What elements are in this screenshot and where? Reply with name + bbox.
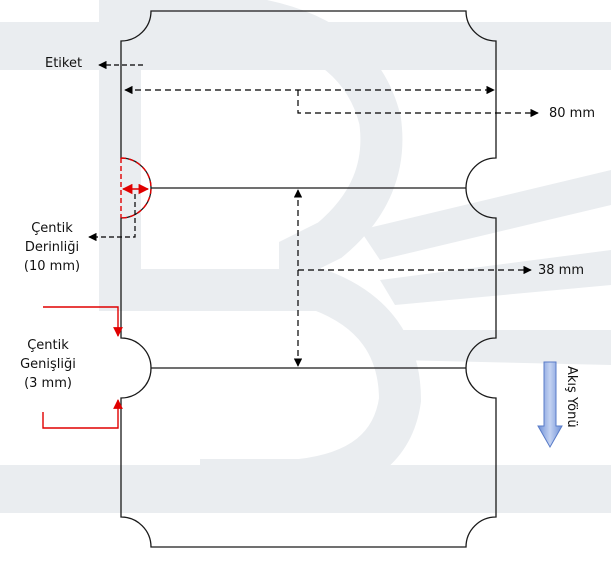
notch-depth-highlight xyxy=(120,157,152,219)
notch-depth-value: (10 mm) xyxy=(24,259,80,274)
width-value: 80 mm xyxy=(549,106,595,121)
notch-width-arrow-bottom xyxy=(42,399,123,429)
height-value: 38 mm xyxy=(538,263,584,278)
notch-width-label: Genişliği xyxy=(20,357,76,372)
notch-depth-label: Derinliği xyxy=(25,240,79,255)
notch-depth-label: Çentik xyxy=(31,221,73,236)
flow-direction-arrow xyxy=(537,361,563,449)
watermark xyxy=(0,0,611,513)
notch-width-arrow-top xyxy=(43,306,123,337)
flow-direction-label: Akış Yönü xyxy=(564,366,579,428)
width-leader xyxy=(297,90,539,118)
notch-width-value: (3 mm) xyxy=(24,376,72,391)
notch-width-label: Çentik xyxy=(27,338,69,353)
notch-depth-leader xyxy=(88,194,136,242)
label-roll-outline xyxy=(120,10,497,548)
label-text: Etiket xyxy=(45,56,82,71)
